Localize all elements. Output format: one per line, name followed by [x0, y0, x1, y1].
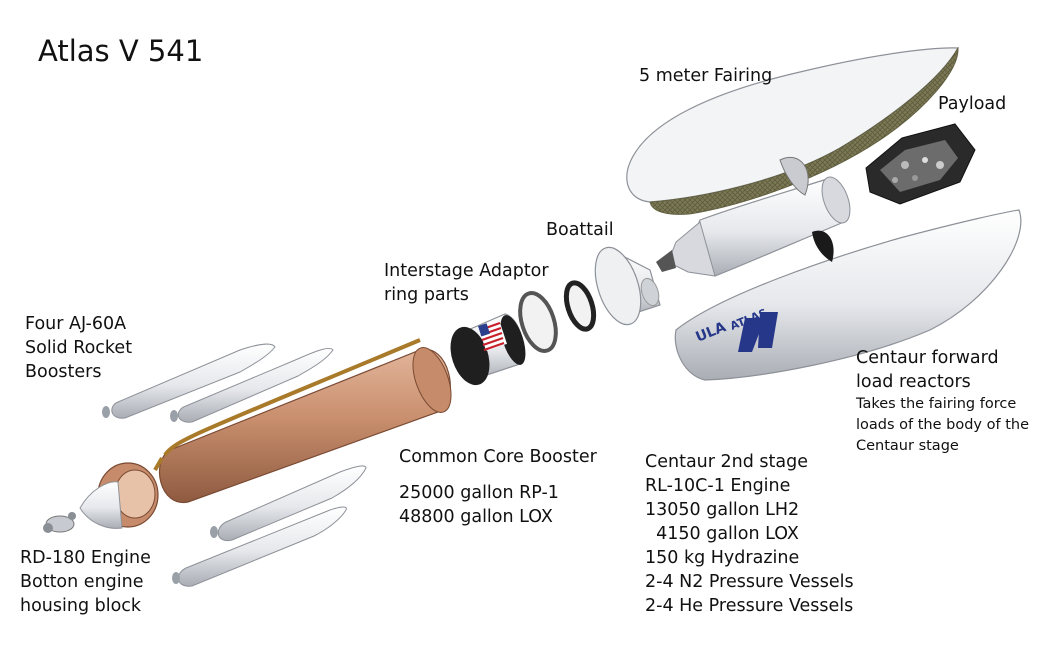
payload-label: Payload [938, 94, 1007, 114]
fairing-label: 5 meter Fairing [639, 66, 773, 86]
common-core-spec-lox: 48800 gallon LOX [399, 507, 553, 527]
interstage-label-line1: Interstage Adaptor [384, 261, 549, 281]
rd180-label-line1: RD-180 Engine [20, 548, 151, 568]
common-core-booster [153, 338, 452, 503]
boosters-label-line3: Boosters [25, 362, 102, 382]
centaur-forward-note-line2: loads of the body of the [856, 417, 1029, 433]
solid-rocket-booster-2 [170, 347, 334, 423]
centaur-stage-line1: Centaur 2nd stage [645, 452, 808, 472]
centaur-second-stage [656, 157, 851, 277]
us-flag [478, 319, 507, 352]
centaur-stage-line5: 150 kg Hydrazine [645, 548, 800, 568]
payload-satellite [865, 123, 976, 205]
rd180-label-line3: housing block [20, 596, 142, 616]
centaur-forward-label-line2: load reactors [856, 372, 971, 392]
diagram-title: Atlas V 541 [38, 34, 204, 68]
centaur-stage-line3: 13050 gallon LH2 [645, 500, 800, 520]
common-core-label: Common Core Booster [399, 447, 597, 467]
interstage-label-line2: ring parts [384, 285, 469, 305]
boattail [594, 246, 661, 326]
common-core-spec-rp1: 25000 gallon RP-1 [399, 483, 559, 503]
rd180-engine-housing [43, 462, 159, 533]
solid-rocket-booster-4 [172, 506, 347, 587]
rd180-label-line2: Botton engine [20, 572, 144, 592]
centaur-stage-line4: 4150 gallon LOX [645, 524, 799, 544]
fairing-lower-half: ATLAS ULA [674, 209, 1022, 381]
boosters-label-line1: Four AJ-60A [25, 314, 127, 334]
interstage-rings [450, 280, 597, 386]
centaur-forward-label-line1: Centaur forward [856, 348, 999, 368]
centaur-stage-line6: 2-4 N2 Pressure Vessels [645, 572, 854, 592]
solid-rocket-booster-1 [102, 343, 276, 419]
centaur-forward-note-line1: Takes the fairing force [856, 396, 1017, 412]
boattail-label: Boattail [546, 220, 614, 240]
centaur-forward-note-line3: Centaur stage [856, 438, 959, 454]
solid-rocket-booster-3 [210, 465, 367, 542]
centaur-stage-line2: RL-10C-1 Engine [645, 476, 791, 496]
boosters-label-line2: Solid Rocket [25, 338, 133, 358]
centaur-stage-line7: 2-4 He Pressure Vessels [645, 596, 854, 616]
